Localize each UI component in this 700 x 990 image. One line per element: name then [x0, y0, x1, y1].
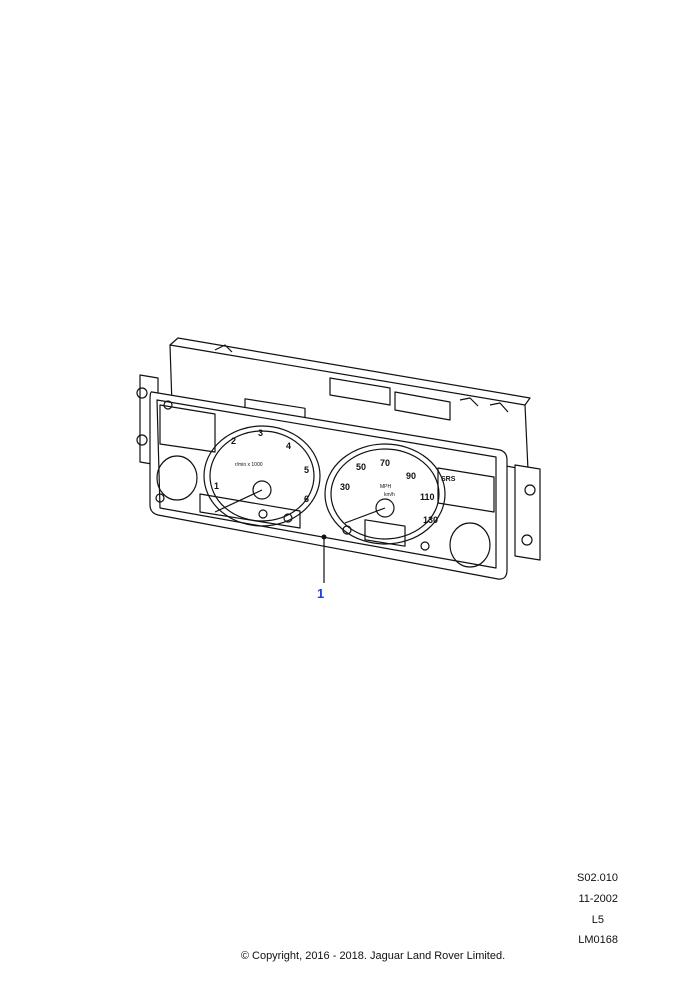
tachometer-dial: [203, 425, 321, 527]
right-bracket: [514, 464, 541, 561]
tach-caption: r/min x 1000: [235, 462, 263, 468]
copyright-text: © Copyright, 2016 - 2018. Jaguar Land Ro…: [240, 950, 506, 962]
reference-date: 11-2002: [578, 893, 618, 905]
speedo-number: 130: [423, 515, 438, 525]
speedo-number: 110: [420, 492, 435, 502]
tach-number: 3: [258, 428, 263, 438]
callout-label-1[interactable]: 1: [317, 586, 325, 601]
cluster-face: [149, 391, 508, 580]
temperature-gauge: [156, 455, 198, 501]
tach-number: 5: [304, 465, 309, 475]
screw-icon: [136, 387, 536, 546]
srs-label: SRS: [441, 476, 456, 483]
tach-number: 1: [214, 481, 219, 491]
reference-code: S02.010: [577, 872, 618, 884]
speedo-number: 50: [356, 462, 366, 472]
reference-number: LM0168: [578, 934, 618, 946]
tach-number: 4: [286, 441, 291, 451]
speedo-number: 70: [380, 458, 390, 468]
speedo-caption: MPH: [380, 484, 392, 490]
tach-number: 2: [231, 436, 236, 446]
tach-number: 6: [304, 494, 309, 504]
odometer-display: [364, 519, 406, 547]
speedo-number: 90: [406, 471, 416, 481]
speedometer-dial: [324, 443, 446, 545]
reference-model: L5: [591, 914, 604, 926]
fuel-gauge: [449, 522, 491, 568]
speedo-subcaption: km/h: [384, 492, 395, 498]
speedo-number: 30: [340, 482, 350, 492]
